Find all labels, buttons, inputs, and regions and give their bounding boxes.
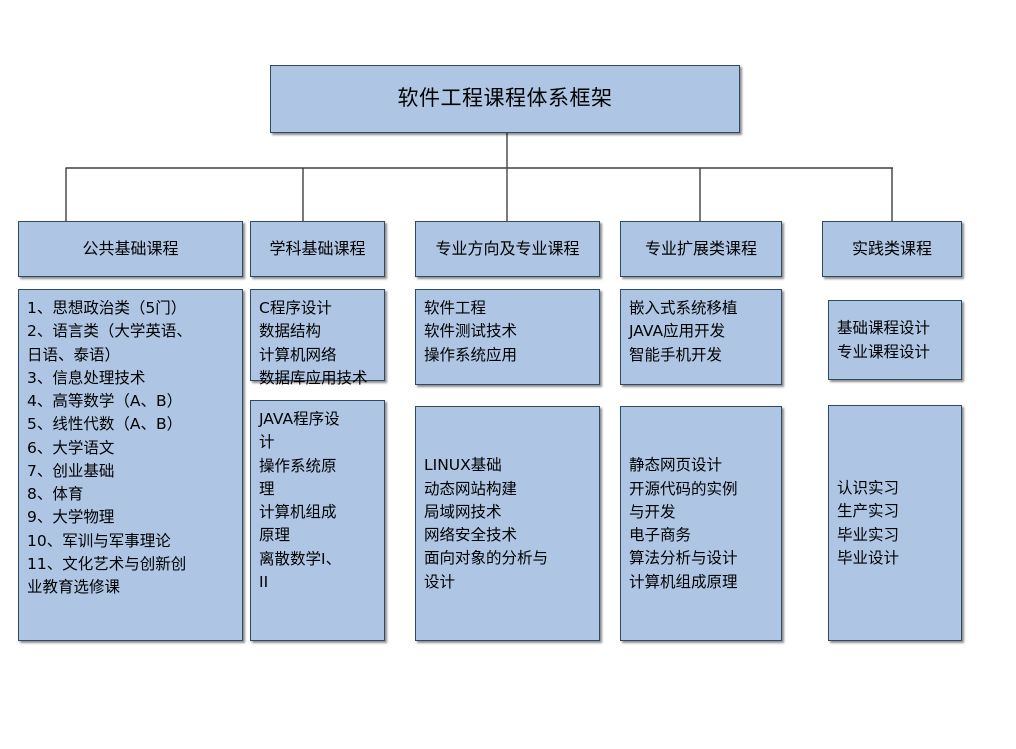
course-list-text: 软件工程 软件测试技术 操作系统应用 <box>424 299 518 364</box>
course-list-text: 静态网页设计 开源代码的实例 与开发 电子商务 算法分析与设计 计算机组成原理 <box>629 456 738 591</box>
category-header-major-extension[interactable]: 专业扩展类课程 <box>620 221 782 277</box>
course-box-major-direction-core[interactable]: 软件工程 软件测试技术 操作系统应用 <box>415 289 600 385</box>
course-box-major-extension-electives[interactable]: 静态网页设计 开源代码的实例 与开发 电子商务 算法分析与设计 计算机组成原理 <box>620 406 782 641</box>
category-header-label: 实践类课程 <box>851 239 932 259</box>
category-header-practice[interactable]: 实践类课程 <box>822 221 962 277</box>
category-header-label: 专业扩展类课程 <box>644 239 757 259</box>
diagram-title-box: 软件工程课程体系框架 <box>270 65 740 133</box>
course-box-major-extension-core[interactable]: 嵌入式系统移植 JAVA应用开发 智能手机开发 <box>620 289 782 385</box>
course-box-discipline-basic-advanced[interactable]: JAVA程序设 计 操作系统原 理 计算机组成 原理 离散数学I、 II <box>250 400 385 641</box>
category-header-public-basic[interactable]: 公共基础课程 <box>18 221 243 277</box>
course-box-discipline-basic-core[interactable]: C程序设计 数据结构 计算机网络 数据库应用技术 <box>250 289 385 387</box>
course-list-text: JAVA程序设 计 操作系统原 理 计算机组成 原理 离散数学I、 II <box>259 410 342 591</box>
category-header-label: 公共基础课程 <box>82 239 179 259</box>
course-list-text: LINUX基础 动态网站构建 局域网技术 网络安全技术 面向对象的分析与 设计 <box>424 456 549 591</box>
category-header-discipline-basic[interactable]: 学科基础课程 <box>250 221 385 277</box>
course-list-text: 1、思想政治类（5门） 2、语言类（大学英语、 日语、泰语） 3、信息处理技术 … <box>27 299 192 596</box>
category-header-major-direction[interactable]: 专业方向及专业课程 <box>415 221 600 277</box>
course-list-text: 嵌入式系统移植 JAVA应用开发 智能手机开发 <box>629 299 738 364</box>
course-list-text: 认识实习 生产实习 毕业实习 毕业设计 <box>837 479 900 567</box>
course-box-practice-design[interactable]: 基础课程设计 专业课程设计 <box>828 300 962 380</box>
course-box-public-basic-courses[interactable]: 1、思想政治类（5门） 2、语言类（大学英语、 日语、泰语） 3、信息处理技术 … <box>18 289 243 641</box>
course-list-text: 基础课程设计 专业课程设计 <box>837 319 931 361</box>
course-list-text: C程序设计 数据结构 计算机网络 数据库应用技术 <box>259 299 368 387</box>
course-box-practice-internship[interactable]: 认识实习 生产实习 毕业实习 毕业设计 <box>828 405 962 641</box>
category-header-label: 学科基础课程 <box>269 239 366 259</box>
course-box-major-direction-electives[interactable]: LINUX基础 动态网站构建 局域网技术 网络安全技术 面向对象的分析与 设计 <box>415 406 600 641</box>
diagram-title-text: 软件工程课程体系框架 <box>397 86 613 111</box>
category-header-label: 专业方向及专业课程 <box>435 239 580 259</box>
